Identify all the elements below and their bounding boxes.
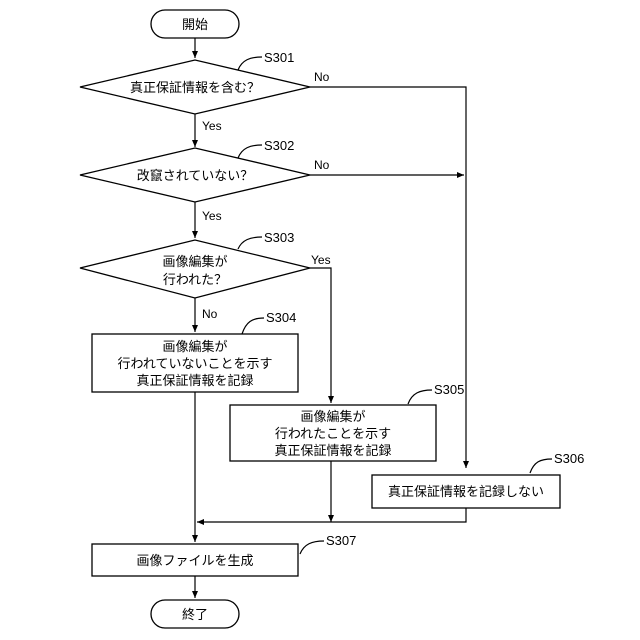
callout-s303 bbox=[238, 237, 262, 249]
callout-s307 bbox=[300, 541, 324, 554]
end-label: 終了 bbox=[182, 607, 208, 623]
decision-s301: 真正保証情報を含む？ S301 bbox=[80, 50, 310, 114]
callout-s304 bbox=[242, 318, 264, 334]
start-terminal: 開始 bbox=[151, 10, 239, 38]
decision-s303-text-line1: 画像編集が bbox=[162, 254, 227, 270]
step-id-s301: S301 bbox=[264, 50, 294, 65]
branch-yes-s303: Yes bbox=[311, 253, 331, 267]
step-id-s305: S305 bbox=[434, 382, 464, 397]
step-id-s307: S307 bbox=[326, 533, 356, 548]
process-s305: 画像編集が 行われたことを示す 真正保証情報を記録 S305 bbox=[230, 382, 464, 461]
decision-s301-text: 真正保証情報を含む？ bbox=[130, 80, 260, 96]
process-s305-line2: 行われたことを示す bbox=[275, 427, 391, 442]
callout-s302 bbox=[238, 145, 262, 158]
branch-yes-s302: Yes bbox=[202, 209, 222, 223]
process-s304-line3: 真正保証情報を記録 bbox=[136, 373, 253, 389]
step-id-s302: S302 bbox=[264, 138, 294, 153]
branch-no-s301: No bbox=[314, 70, 330, 84]
connectors bbox=[195, 38, 466, 598]
step-id-s304: S304 bbox=[266, 310, 296, 325]
callout-s301 bbox=[238, 57, 262, 70]
step-id-s303: S303 bbox=[264, 230, 294, 245]
process-s305-line3: 真正保証情報を記録 bbox=[274, 443, 391, 459]
process-s305-line1: 画像編集が bbox=[300, 409, 365, 425]
decision-s303: 画像編集が 行われた？ S303 bbox=[80, 230, 310, 298]
step-id-s306: S306 bbox=[554, 451, 584, 466]
decision-s302: 改竄されていない？ S302 bbox=[80, 138, 310, 202]
process-s307: 画像ファイルを生成 S307 bbox=[92, 533, 356, 576]
arrow-s303-yes bbox=[310, 268, 331, 403]
callout-s306 bbox=[530, 459, 552, 473]
process-s304-line2: 行われていないことを示す bbox=[118, 357, 273, 372]
decision-s302-text: 改竄されていない？ bbox=[137, 168, 254, 184]
end-terminal: 終了 bbox=[151, 600, 239, 628]
process-s306-line1: 真正保証情報を記録しない bbox=[388, 484, 544, 500]
decision-s303-text-line2: 行われた？ bbox=[163, 273, 227, 288]
process-s307-line1: 画像ファイルを生成 bbox=[136, 554, 253, 569]
branch-no-s303: No bbox=[202, 307, 218, 321]
branch-yes-s301: Yes bbox=[202, 119, 222, 133]
start-label: 開始 bbox=[182, 18, 208, 33]
callout-s305 bbox=[408, 390, 432, 404]
process-s304-line1: 画像編集が bbox=[162, 339, 227, 355]
branch-no-s302: No bbox=[314, 158, 330, 172]
